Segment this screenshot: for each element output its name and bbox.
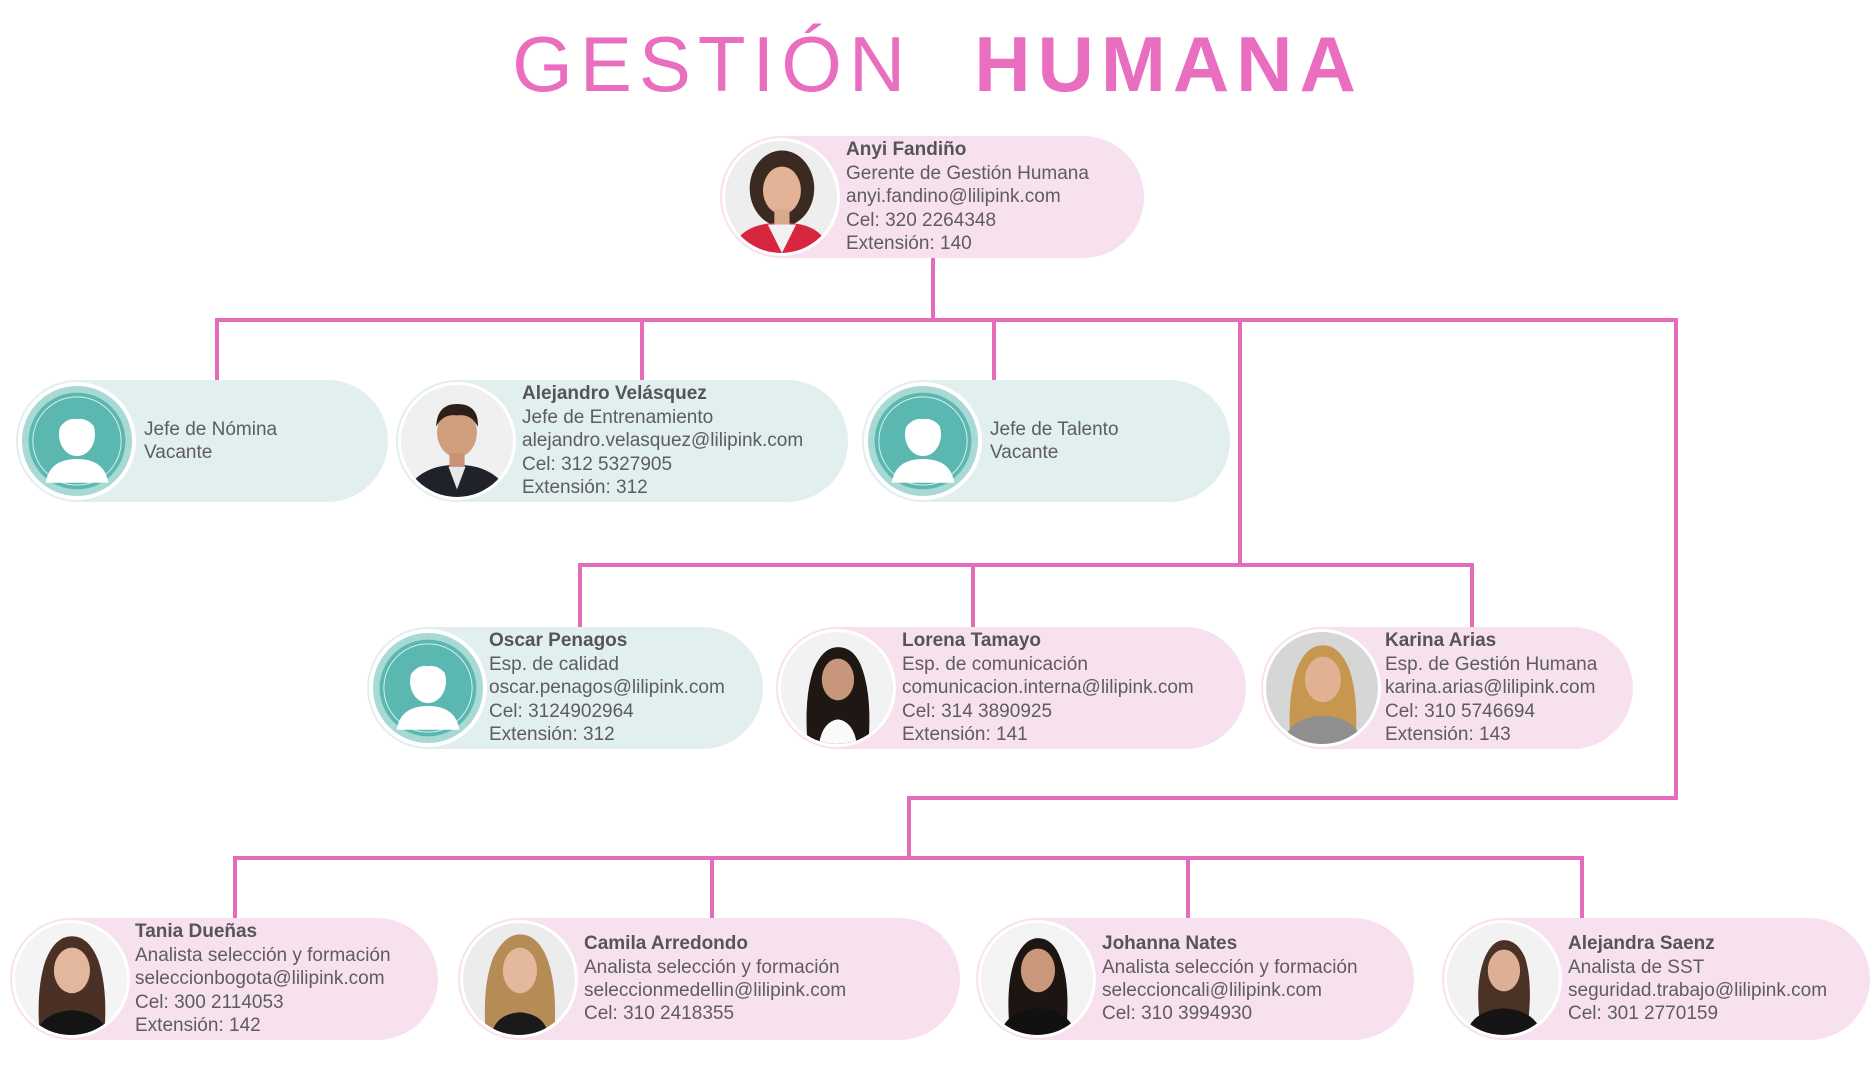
person-phone: Cel: 310 3994930	[1102, 1003, 1253, 1025]
person-name: Lorena Tamayo	[902, 630, 1042, 652]
person-info-oscar: Oscar Penagos Esp. de calidad oscar.pena…	[489, 627, 725, 749]
person-role: Analista selección y formación	[584, 956, 840, 978]
placeholder-avatar-icon	[369, 629, 487, 747]
person-photo-alejandro	[398, 382, 516, 500]
person-photo-lorena	[778, 629, 896, 747]
person-info-talento: Jefe de Talento Vacante	[990, 380, 1119, 502]
person-info-camila: Camila Arredondo Analista selección y fo…	[584, 918, 846, 1040]
person-name: Anyi Fandiño	[846, 139, 967, 161]
person-extension: Extensión: 312	[522, 477, 648, 499]
person-role: Analista selección y formación	[1102, 956, 1358, 978]
person-extension: Extensión: 142	[135, 1015, 261, 1037]
person-role: Gerente de Gestión Humana	[846, 162, 1089, 184]
person-info-nomina: Jefe de Nómina Vacante	[144, 380, 277, 502]
person-info-alejandro: Alejandro Velásquez Jefe de Entrenamient…	[522, 380, 803, 502]
person-card-alejandra: Alejandra Saenz Analista de SST segurida…	[1442, 918, 1870, 1040]
person-phone: Cel: 3124902964	[489, 700, 634, 722]
person-card-johanna: Johanna Nates Analista selección y forma…	[976, 918, 1414, 1040]
person-phone: Cel: 310 2418355	[584, 1003, 735, 1025]
person-role: Esp. de comunicación	[902, 653, 1088, 675]
person-card-camila: Camila Arredondo Analista selección y fo…	[458, 918, 960, 1040]
placeholder-avatar-icon	[864, 382, 982, 500]
person-phone: Cel: 320 2264348	[846, 209, 997, 231]
person-phone: Cel: 301 2770159	[1568, 1003, 1719, 1025]
person-info-alejandra: Alejandra Saenz Analista de SST segurida…	[1568, 918, 1827, 1040]
person-photo-alejandra	[1444, 920, 1562, 1038]
person-status: Vacante	[990, 442, 1059, 463]
person-email[interactable]: alejandro.velasquez@lilipink.com	[522, 430, 804, 452]
person-photo-anyi	[722, 138, 840, 256]
person-phone: Cel: 310 5746694	[1385, 700, 1536, 722]
person-role: Esp. de calidad	[489, 653, 619, 675]
person-email[interactable]: seguridad.trabajo@lilipink.com	[1568, 980, 1828, 1001]
person-card-alejandro: Alejandro Velásquez Jefe de Entrenamient…	[396, 380, 848, 502]
person-info-karina: Karina Arias Esp. de Gestión Humana kari…	[1385, 627, 1597, 749]
person-role: Analista de SST	[1568, 956, 1705, 978]
person-extension: Extensión: 140	[846, 233, 972, 255]
person-email[interactable]: seleccioncali@lilipink.com	[1102, 980, 1322, 1001]
person-photo-tania	[12, 920, 130, 1038]
person-email[interactable]: comunicacion.interna@lilipink.com	[902, 677, 1194, 699]
person-photo-karina	[1263, 629, 1381, 747]
person-role: Jefe de Entrenamiento	[522, 406, 714, 428]
person-email[interactable]: anyi.fandino@lilipink.com	[846, 186, 1061, 208]
person-role: Analista selección y formación	[135, 944, 391, 966]
person-info-lorena: Lorena Tamayo Esp. de comunicación comun…	[902, 627, 1194, 749]
person-name: Camila Arredondo	[584, 933, 748, 955]
title-bold-word: HUMANA	[974, 20, 1363, 108]
person-card-karina: Karina Arias Esp. de Gestión Humana kari…	[1261, 627, 1633, 749]
person-status: Vacante	[144, 442, 213, 463]
person-info-anyi: Anyi Fandiño Gerente de Gestión Humana a…	[846, 136, 1089, 258]
person-email[interactable]: seleccionmedellin@lilipink.com	[584, 980, 847, 1001]
person-card-oscar: Oscar Penagos Esp. de calidad oscar.pena…	[367, 627, 763, 749]
person-extension: Extensión: 141	[902, 724, 1028, 746]
person-photo-camila	[460, 920, 578, 1038]
person-email[interactable]: karina.arias@lilipink.com	[1385, 677, 1596, 699]
person-card-lorena: Lorena Tamayo Esp. de comunicación comun…	[776, 627, 1246, 749]
person-phone: Cel: 312 5327905	[522, 453, 673, 475]
person-extension: Extensión: 312	[489, 724, 615, 746]
person-name: Alejandra Saenz	[1568, 933, 1715, 955]
person-card-talento: Jefe de Talento Vacante	[862, 380, 1230, 502]
person-card-anyi: Anyi Fandiño Gerente de Gestión Humana a…	[720, 136, 1144, 258]
person-name: Oscar Penagos	[489, 630, 628, 652]
person-card-nomina: Jefe de Nómina Vacante	[16, 380, 388, 502]
title-light-word: GESTIÓN	[512, 20, 913, 108]
person-role: Jefe de Nómina	[144, 418, 278, 440]
person-info-johanna: Johanna Nates Analista selección y forma…	[1102, 918, 1358, 1040]
page-title: GESTIÓN HUMANA	[0, 18, 1875, 110]
person-name: Karina Arias	[1385, 630, 1497, 652]
placeholder-avatar-icon	[18, 382, 136, 500]
person-info-tania: Tania Dueñas Analista selección y formac…	[135, 918, 391, 1040]
person-name: Alejandro Velásquez	[522, 383, 707, 405]
person-card-tania: Tania Dueñas Analista selección y formac…	[10, 918, 438, 1040]
person-email[interactable]: oscar.penagos@lilipink.com	[489, 677, 725, 699]
person-photo-johanna	[978, 920, 1096, 1038]
person-name: Johanna Nates	[1102, 933, 1238, 955]
person-role: Jefe de Talento	[990, 418, 1119, 440]
person-phone: Cel: 314 3890925	[902, 700, 1053, 722]
person-role: Esp. de Gestión Humana	[1385, 653, 1598, 675]
person-email[interactable]: seleccionbogota@lilipink.com	[135, 968, 385, 990]
person-phone: Cel: 300 2114053	[135, 991, 284, 1013]
person-extension: Extensión: 143	[1385, 724, 1511, 746]
person-name: Tania Dueñas	[135, 921, 258, 943]
